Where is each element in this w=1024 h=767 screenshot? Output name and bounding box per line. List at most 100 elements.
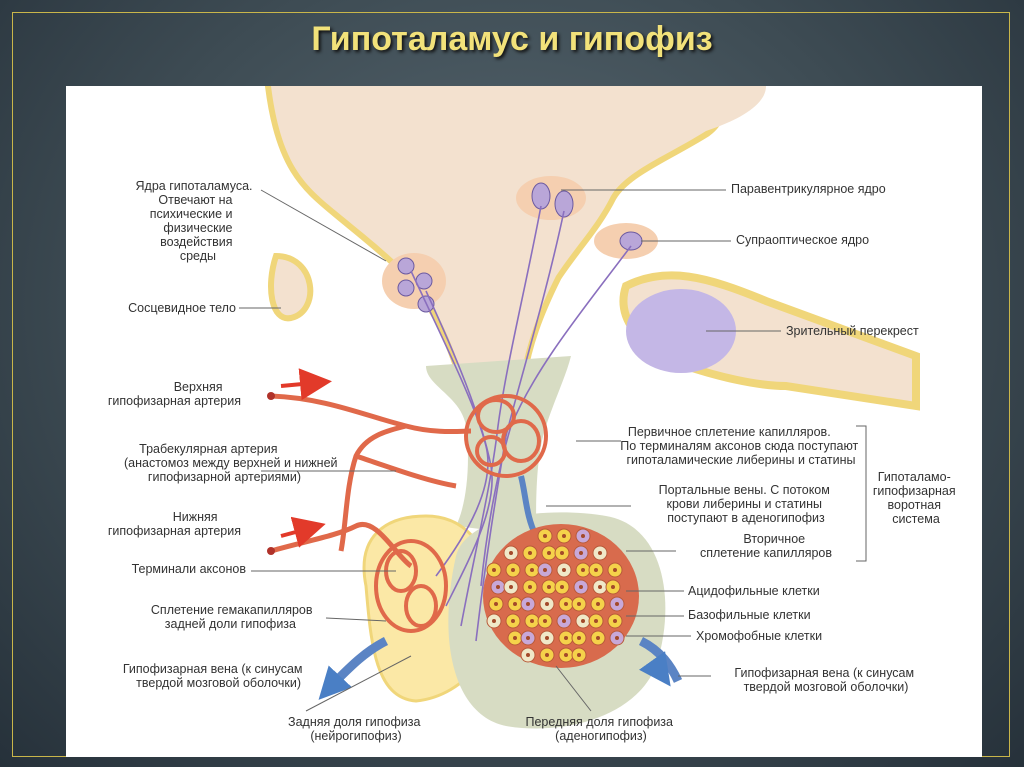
- label-superior-artery: Верхняя гипофизарная артерия: [108, 380, 241, 408]
- label-vein-right: Гипофизарная вена (к синусам твердой моз…: [734, 666, 917, 694]
- gland-cell-nucleus: [613, 568, 617, 572]
- label-posterior-lobe: Задняя доля гипофиза (нейрогипофиз): [288, 715, 424, 743]
- gland-cell-nucleus: [547, 551, 551, 555]
- red-arrow-lower: [280, 516, 326, 548]
- label-basophilic: Базофильные клетки: [688, 608, 811, 622]
- gland-cell-nucleus: [611, 585, 615, 589]
- gland-cell-nucleus: [545, 602, 549, 606]
- diagram-panel: Ядра гипоталамуса. Отвечают на психическ…: [66, 86, 982, 757]
- primary-capillary-plexus: [464, 394, 548, 478]
- label-inferior-artery: Нижняя гипофизарная артерия: [108, 510, 241, 538]
- gland-cell-nucleus: [513, 602, 517, 606]
- gland-cell-nucleus: [511, 568, 515, 572]
- superior-artery: [270, 393, 472, 435]
- gland-cell-nucleus: [615, 636, 619, 640]
- gland-cell-nucleus: [577, 653, 581, 657]
- label-vein-left: Гипофизарная вена (к синусам твердой моз…: [123, 662, 306, 690]
- gland-cell-nucleus: [613, 619, 617, 623]
- gland-cell-nucleus: [581, 568, 585, 572]
- red-arrow-upper: [280, 368, 332, 401]
- gland-cell-nucleus: [509, 551, 513, 555]
- gland-cell-nucleus: [560, 585, 564, 589]
- gland-cell-nucleus: [598, 551, 602, 555]
- gland-cell-nucleus: [562, 568, 566, 572]
- gland-cells: [486, 528, 625, 663]
- gland-cell-nucleus: [526, 653, 530, 657]
- blue-arrow-left: [318, 665, 353, 700]
- nuclei: [382, 176, 658, 313]
- pituitary-stalk: [426, 356, 571, 536]
- gland-cell-nucleus: [528, 585, 532, 589]
- label-posterior-plexus: Сплетение гемакапилляров задней доли гип…: [151, 603, 316, 631]
- gland-cell-nucleus: [562, 534, 566, 538]
- gland-cell-nucleus: [598, 585, 602, 589]
- label-hypothalamic-nuclei: Ядра гипоталамуса. Отвечают на психическ…: [136, 179, 256, 263]
- superior-artery-origin: [267, 392, 275, 400]
- gland-cell-nucleus: [530, 619, 534, 623]
- gland-cell-nucleus: [594, 619, 598, 623]
- gland-cell-nucleus: [496, 585, 500, 589]
- gland-cell-nucleus: [492, 619, 496, 623]
- gland-cell-nucleus: [596, 602, 600, 606]
- gland-cell-nucleus: [594, 568, 598, 572]
- hypothalamus-pituitary-diagram: Ядра гипоталамуса. Отвечают на психическ…: [108, 86, 959, 743]
- gland-cell-nucleus: [511, 619, 515, 623]
- brain-fill: [271, 86, 720, 386]
- nucleus-cell: [397, 279, 415, 297]
- gland-cell-nucleus: [545, 636, 549, 640]
- gland-cell-nucleus: [564, 636, 568, 640]
- label-portal-veins: Портальные вены. С потоком крови либерин…: [659, 483, 834, 525]
- gland-cell-nucleus: [528, 551, 532, 555]
- gland-cell-nucleus: [579, 585, 583, 589]
- nucleus-cell: [397, 257, 415, 275]
- gland-cell-nucleus: [577, 636, 581, 640]
- label-portal-system: Гипоталамо- гипофизарная воротная систем…: [873, 470, 959, 526]
- chiasm-cross-section: [626, 289, 736, 373]
- label-paraventricular: Паравентрикулярное ядро: [731, 182, 886, 196]
- leader-lines: [239, 189, 867, 712]
- labels: Ядра гипоталамуса. Отвечают на психическ…: [108, 179, 959, 743]
- gland-cell-nucleus: [543, 534, 547, 538]
- label-secondary-plexus: Вторичное сплетение капилляров: [700, 532, 832, 560]
- optic-chiasm: [619, 271, 920, 411]
- label-acidophilic: Ацидофильные клетки: [688, 584, 820, 598]
- gland-cell-nucleus: [615, 602, 619, 606]
- mammillary-body: [268, 252, 314, 322]
- nucleus-cell: [531, 182, 551, 210]
- gland-cell-nucleus: [513, 636, 517, 640]
- gland-cell-nucleus: [581, 619, 585, 623]
- gland-cell-nucleus: [564, 653, 568, 657]
- label-supraoptic: Супраоптическое ядро: [736, 233, 869, 247]
- paraventricular-halo: [516, 176, 586, 220]
- gland-cell-nucleus: [526, 602, 530, 606]
- gland-cell-nucleus: [579, 551, 583, 555]
- blue-arrow-right: [639, 651, 671, 687]
- slide-title: Гипоталамус и гипофиз: [311, 20, 713, 58]
- gland-cell-nucleus: [526, 636, 530, 640]
- gland-cell-nucleus: [509, 585, 513, 589]
- gland-cell-nucleus: [530, 568, 534, 572]
- gland-cell-nucleus: [494, 602, 498, 606]
- label-chromophobic: Хромофобные клетки: [696, 629, 822, 643]
- gland-cell-nucleus: [545, 653, 549, 657]
- label-anterior-lobe: Передняя доля гипофиза (аденогипофиз): [526, 715, 677, 743]
- gland-cell-nucleus: [543, 568, 547, 572]
- hypothalamus-region: [264, 86, 766, 392]
- gland-cell-nucleus: [492, 568, 496, 572]
- gland-cell-nucleus: [562, 619, 566, 623]
- label-axon-terminals: Терминали аксонов: [132, 562, 247, 576]
- gland-cell-nucleus: [543, 619, 547, 623]
- gland-cell-nucleus: [596, 636, 600, 640]
- gland-cell-nucleus: [560, 551, 564, 555]
- label-primary-plexus: Первичное сплетение капилляров. По терми…: [620, 425, 862, 467]
- label-optic-chiasm: Зрительный перекрест: [786, 324, 919, 338]
- gland-cell-nucleus: [577, 602, 581, 606]
- gland-cell-nucleus: [547, 585, 551, 589]
- label-trabecular-artery: Трабекулярная артерия (анастомоз между в…: [124, 442, 341, 484]
- nucleus-cell: [554, 190, 574, 218]
- hypothalamic-nuclei-halo: [382, 253, 446, 309]
- gland-cell-nucleus: [564, 602, 568, 606]
- inferior-artery-origin: [267, 547, 275, 555]
- label-mammillary-body: Сосцевидное тело: [128, 301, 236, 315]
- gland-cell-nucleus: [581, 534, 585, 538]
